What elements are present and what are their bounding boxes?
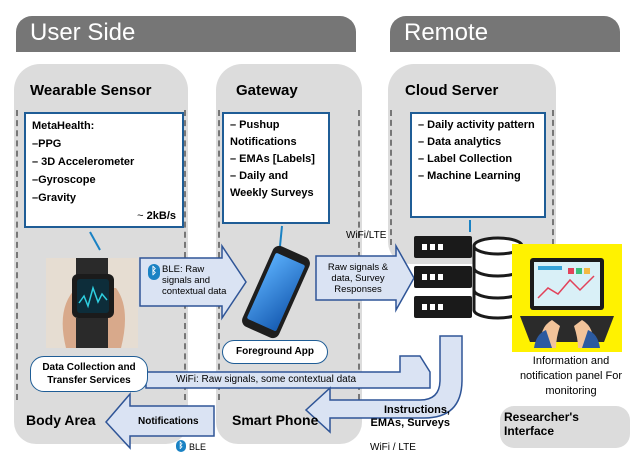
smartphone-image bbox=[242, 245, 310, 339]
sensor-item-ppg: –PPG bbox=[32, 138, 62, 150]
gateway-column-border bbox=[218, 110, 360, 400]
bluetooth-bottom-icon: ᛒ bbox=[176, 440, 186, 452]
sensor-item-gyroscope: –Gyroscope bbox=[32, 174, 96, 186]
researcher-title: Researcher's Interface bbox=[504, 410, 579, 438]
cloud-item-ml: – Machine Learning bbox=[418, 170, 521, 182]
user-side-header: User Side bbox=[16, 16, 356, 52]
wearable-title: Wearable Sensor bbox=[30, 82, 152, 99]
cloud-item-labels: – Label Collection bbox=[418, 153, 513, 165]
gateway-box: – Pushup Notifications – EMAs [Labels] –… bbox=[222, 112, 330, 224]
gateway-title: Gateway bbox=[236, 82, 298, 99]
cloud-item-activity: – Daily activity pattern bbox=[418, 119, 535, 131]
cloud-title: Cloud Server bbox=[405, 82, 499, 99]
cloud-item-analytics: – Data analytics bbox=[418, 136, 502, 148]
gateway-item-surveys: – Daily and Weekly Surveys bbox=[230, 170, 314, 199]
researcher-title-bg bbox=[500, 406, 630, 448]
ble-arrow-label: BLE: Raw signals and contextual data bbox=[162, 264, 227, 297]
ble-bottom-label: BLE bbox=[189, 442, 207, 452]
wearable-column-border bbox=[16, 110, 186, 400]
data-rate: ~ 2kB/s bbox=[32, 207, 176, 225]
metahealth-title: MetaHealth: bbox=[32, 120, 95, 132]
body-area-label: Body Area bbox=[26, 412, 96, 428]
ble-arrow bbox=[139, 243, 247, 321]
wifi-bottom-label: WiFi: Raw signals, some contextual data bbox=[176, 374, 357, 385]
data-rate-prefix: ~ bbox=[137, 210, 144, 222]
server-icon bbox=[414, 236, 524, 320]
laptop-image bbox=[520, 258, 614, 348]
instructions-arrow bbox=[304, 335, 463, 434]
sensor-item-gravity: –Gravity bbox=[32, 192, 77, 204]
researcher-caption: Information and notification panel For m… bbox=[519, 355, 623, 397]
remote-header: Remote bbox=[390, 16, 620, 52]
wearable-sensor-box: MetaHealth: –PPG – 3D Accelerometer –Gyr… bbox=[24, 112, 184, 228]
notifications-label: Notifications bbox=[138, 416, 199, 427]
data-collection-services-label: Data Collection and Transfer Services bbox=[30, 356, 148, 392]
cloud-box: – Daily activity pattern – Data analytic… bbox=[410, 112, 546, 218]
wifi-lte-bottom-label: WiFi / LTE bbox=[370, 442, 416, 453]
foreground-app-label: Foreground App bbox=[222, 340, 328, 364]
raw-signals-label: Raw signals & data, Survey Responses bbox=[327, 262, 389, 295]
raw-signals-arrow bbox=[315, 243, 415, 313]
instructions-label: Instructions, EMAs, Surveys bbox=[370, 404, 450, 429]
sensor-item-accelerometer: – 3D Accelerometer bbox=[32, 156, 135, 168]
data-rate-value: 2kB/s bbox=[146, 210, 176, 222]
cloud-column-border bbox=[390, 110, 554, 245]
smart-phone-label: Smart Phone bbox=[232, 412, 319, 428]
wifi-lte-top-label: WiFi/LTE bbox=[346, 230, 387, 241]
smartwatch-image bbox=[46, 258, 138, 348]
wifi-bottom-arrow bbox=[145, 355, 431, 389]
notifications-arrow bbox=[104, 391, 215, 450]
gateway-item-emas: – EMAs [Labels] bbox=[230, 153, 315, 165]
gateway-item-notifications: – Pushup Notifications bbox=[230, 119, 297, 148]
bluetooth-icon: ᛒ bbox=[148, 264, 160, 280]
